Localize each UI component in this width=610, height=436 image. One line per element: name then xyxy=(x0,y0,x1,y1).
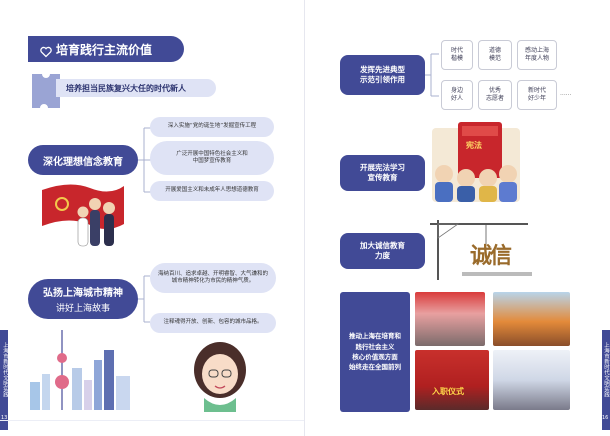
model-cell-2: 道德 模范 xyxy=(478,40,512,70)
integrity-crane-illustration xyxy=(428,218,538,280)
party-flag-illustration xyxy=(40,180,125,250)
photo-1 xyxy=(415,292,485,346)
section-constitution-box: 开展宪法学习 宣传教育 xyxy=(340,155,425,191)
section-summary-box: 推动上海在培育和 践行社会主义 核心价值观方面 始终走在全国前列 xyxy=(340,292,410,412)
section-constitution-title: 开展宪法学习 宣传教育 xyxy=(360,162,405,183)
shanghai-skyline-illustration xyxy=(26,330,136,410)
left-side-strip xyxy=(0,330,8,430)
right-side-text: 上海市新时代文明实践 xyxy=(602,342,610,412)
left-side-text: 上海市新时代文明实践 xyxy=(1,342,8,412)
section-spirit-subtitle: 讲好上海故事 xyxy=(55,304,110,314)
section-integrity-title: 加大诚信教育 力度 xyxy=(360,240,405,261)
models-more-ellipsis: ...... xyxy=(560,90,572,97)
constitution-book-label: 宪法 xyxy=(466,141,482,150)
photo-2 xyxy=(493,292,570,346)
model-cell-3: 感动上海 年度人物 xyxy=(517,40,557,70)
spirit-item-2: 注释魂得开放、创新、包容的城市品格。 xyxy=(150,313,276,333)
right-side-label: 上海市新时代文明实践 xyxy=(603,342,609,397)
spirit-item-1: 海纳百川、追求卓越、开明睿智、大气谦和的 城市精神转化为市民的精神气质。 xyxy=(150,263,276,293)
photo-4 xyxy=(493,350,570,410)
section-integrity-box: 加大诚信教育 力度 xyxy=(340,233,425,269)
model-cell-5: 优秀 志愿者 xyxy=(478,80,512,110)
model-cell-1: 时代 楷模 xyxy=(441,40,473,70)
constitution-illustration xyxy=(432,122,522,204)
subheader-box xyxy=(56,79,216,97)
ideals-item-1: 深入实施“党的诞生地”发掘宣传工程 xyxy=(150,117,274,137)
section-models-box: 发挥先进典型 示范引领作用 xyxy=(340,55,425,95)
models-connectors xyxy=(425,53,439,97)
section-ideals-pill: 深化理想信念教育 xyxy=(28,145,138,175)
header-bar xyxy=(28,36,184,62)
subheader-text: 培养担当民族复兴大任的时代新人 xyxy=(66,84,186,93)
model-cell-6: 新时代 好少年 xyxy=(517,80,557,110)
header-title: 培育践行主流价值 xyxy=(56,43,153,57)
photo-3 xyxy=(415,350,489,410)
photo-3-banner: 入职仪式 xyxy=(432,387,464,396)
ideals-item-3: 开展爱国主义和未成年人思想道德教育 xyxy=(150,181,274,201)
left-page-footer-line xyxy=(0,420,305,421)
section-summary-text: 推动上海在培育和 践行社会主义 核心价值观方面 始终走在全国前列 xyxy=(349,332,401,372)
ideals-item-2: 广泛开展中国特色社会主义和 中国梦宣传教育 xyxy=(150,141,274,175)
section-ideals-connectors xyxy=(138,127,152,193)
right-page-number: 16 xyxy=(602,415,609,421)
section-spirit-box: 弘扬上海城市精神 讲好上海故事 xyxy=(28,279,138,319)
heart-icon xyxy=(40,43,52,58)
left-side-label: 上海市新时代文明实践 xyxy=(2,342,8,397)
section-spirit-title: 弘扬上海城市精神 xyxy=(43,288,123,299)
section-ideals-title: 深化理想信念教育 xyxy=(43,156,123,168)
page-gutter xyxy=(304,0,305,436)
section-models-title: 发挥先进典型 示范引领作用 xyxy=(360,64,405,85)
left-page-number: 13 xyxy=(1,415,8,421)
integrity-character: 诚信 xyxy=(470,244,512,269)
section-spirit-connectors xyxy=(138,275,150,323)
right-side-strip xyxy=(602,330,610,430)
girl-character-illustration xyxy=(190,340,250,412)
model-cell-4: 身边 好人 xyxy=(441,80,473,110)
